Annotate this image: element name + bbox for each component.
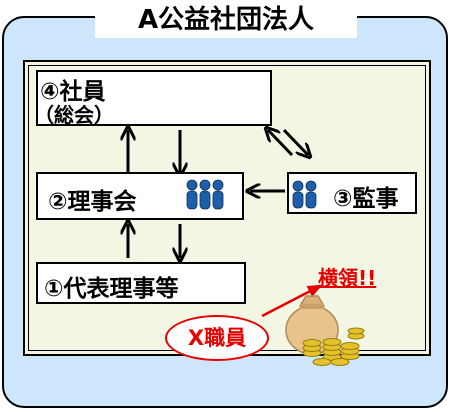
arrow-auditor-to-members <box>268 130 294 157</box>
staff-x-badge: X職員 <box>165 315 269 361</box>
embezzlement-arrow <box>261 284 323 318</box>
organization-title: A公益社団法人 <box>95 4 357 38</box>
director-box: ①代表理事等 <box>36 262 246 304</box>
board-box: ②理事会 <box>36 172 244 220</box>
members-box: ④社員 （総会） <box>34 70 272 127</box>
board-label: ②理事会 <box>48 189 137 215</box>
auditor-box: ③監事 <box>287 172 417 214</box>
members-label: ④社員 <box>40 79 106 105</box>
coin-stack-icon <box>302 327 365 366</box>
auditor-label: ③監事 <box>333 186 399 212</box>
members-sublabel: （総会） <box>34 103 114 127</box>
board-people-icon <box>186 179 224 210</box>
auditor-people-icon <box>292 180 317 209</box>
embezzlement-label: 横領!! <box>318 266 377 290</box>
arrow-members-to-auditor <box>282 128 308 155</box>
director-label: ①代表理事等 <box>44 276 179 302</box>
